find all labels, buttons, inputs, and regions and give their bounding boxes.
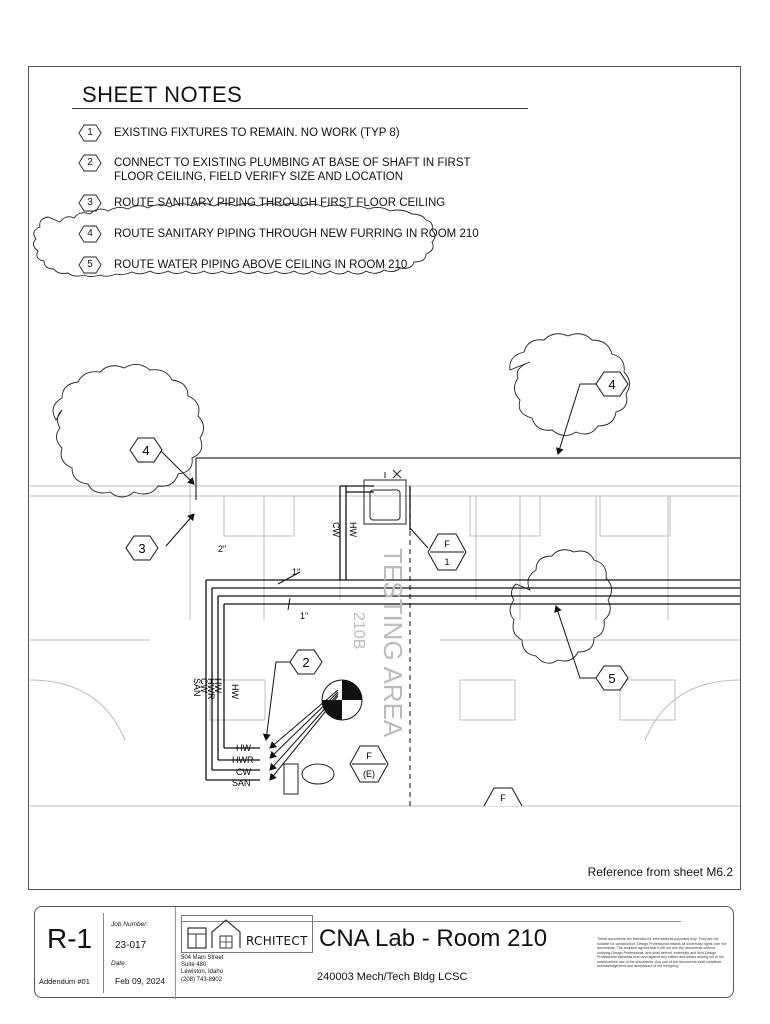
leader-lines: [159, 383, 598, 781]
stack-label-hw: HW: [213, 678, 223, 693]
job-number-label: Job Number:: [111, 921, 149, 928]
addendum-label: Addendum #01: [39, 977, 90, 986]
fixture-tag-fe-type: F: [366, 751, 372, 761]
revision-cloud-notes: [33, 203, 436, 277]
note-number-hexagon-icon: 2: [78, 154, 102, 172]
house-logo-icon: [187, 919, 241, 949]
room-number: 210B: [350, 612, 367, 649]
pipe-size-1-a: 1": [292, 567, 300, 577]
pipe-label-cw-top: CW: [331, 522, 341, 537]
sheet-note-text: ROUTE SANITARY PIPING THROUGH NEW FURRIN…: [114, 228, 479, 240]
project-subtitle: 240003 Mech/Tech Bldg LCSC: [317, 971, 468, 983]
tag-left-3: 3: [138, 541, 145, 556]
sheet-number: R-1: [47, 923, 93, 954]
water-closet-fixture: [283, 763, 335, 795]
reference-note: Reference from sheet M6.2: [587, 865, 733, 879]
sheet-frame: [28, 66, 741, 890]
revision-cloud-right-bottom: [509, 549, 612, 664]
tag-hex-left-3: [125, 535, 159, 561]
shaft-symbol-icon: [321, 679, 363, 721]
tag-hex-left-4: [129, 437, 163, 463]
fixture-tag-f1: [427, 533, 467, 571]
note-number-hexagon-icon: 5: [78, 256, 102, 274]
tag-center-2: 2: [302, 655, 309, 670]
tag-right-4: 4: [608, 377, 615, 392]
fixture-tag-f1-number: 1: [444, 557, 449, 567]
sheet-note-text: ROUTE SANITARY PIPING THROUGH FIRST FLOO…: [114, 197, 446, 209]
sheet-note-1: 1 EXISTING FIXTURES TO REMAIN. NO WORK (…: [78, 124, 400, 142]
sheet-note-text: EXISTING FIXTURES TO REMAIN. NO WORK (TY…: [114, 127, 400, 139]
note-number-hexagon-icon: 3: [78, 194, 102, 212]
fixture-tag-f1-type: F: [444, 539, 450, 549]
piping: [205, 485, 740, 781]
address-line: Lewiston, Idaho: [181, 969, 224, 976]
pipe-size-2: 2": [218, 544, 226, 554]
firm-address: 504 Main Street Suite 480 Lewiston, Idah…: [181, 955, 223, 984]
connection-label-hwr: HWR: [232, 755, 254, 765]
sheet-notes-title: SHEET NOTES: [82, 82, 243, 107]
revision-cloud-right-top: [509, 333, 630, 436]
sheet-note-text: ROUTE WATER PIPING ABOVE CEILING IN ROOM…: [114, 259, 408, 271]
pipe-label-hw-top: HW: [348, 522, 358, 537]
stack-label-hwr: HWR: [206, 678, 216, 700]
sheet-notes-underline: [72, 108, 528, 109]
sheet-note-4: 4 ROUTE SANITARY PIPING THROUGH NEW FURR…: [78, 225, 479, 243]
sheet-note-3: 3 ROUTE SANITARY PIPING THROUGH FIRST FL…: [78, 194, 445, 212]
room-name: TESTING AREA: [378, 548, 408, 738]
note-number-hexagon-icon: 4: [78, 225, 102, 243]
connection-label-hw: HW: [236, 743, 251, 753]
fixture-tag-fe-number: (E): [363, 769, 375, 779]
connection-label-cw: CW: [236, 767, 251, 777]
tag-left-4: 4: [142, 443, 149, 458]
project-title-rule: [181, 921, 681, 922]
architect-logo: RCHITECT: [181, 915, 313, 953]
stack-label-san: SAN: [192, 678, 202, 697]
connection-label-san: SAN: [232, 778, 251, 788]
stack-label-hw-2: HW: [230, 684, 240, 699]
job-number-value: 23-017: [115, 940, 147, 951]
title-block-divider: [175, 907, 176, 999]
sheet-note-text: CONNECT TO EXISTING PLUMBING AT BASE OF …: [114, 157, 471, 183]
wall-outline: [195, 457, 740, 806]
logo-wordmark: RCHITECT: [246, 934, 308, 948]
fixture-tag-fe: [349, 745, 389, 783]
disclaimer-text: These documents are intended for informa…: [597, 937, 727, 968]
lavatory-fixture: [363, 469, 407, 525]
address-line: 504 Main Street: [181, 955, 224, 961]
revision-cloud-left: [52, 364, 204, 498]
tag-hex-right-5: [595, 665, 629, 691]
date-value: Feb 09, 2024: [115, 976, 166, 986]
address-line: Suite 480: [181, 962, 207, 969]
title-block: R-1 Addendum #01 Job Number: 23-017 Date…: [34, 906, 734, 999]
fixture-tag-partial-type: F: [500, 793, 506, 803]
fixture-tag-partial: [483, 787, 523, 807]
project-title: CNA Lab - Room 210: [319, 925, 548, 952]
pipe-size-1-b: 1": [300, 611, 308, 621]
sheet-note-5: 5 ROUTE WATER PIPING ABOVE CEILING IN RO…: [78, 256, 407, 274]
stack-label-cw: CW: [199, 678, 209, 693]
sheet-note-2: 2 CONNECT TO EXISTING PLUMBING AT BASE O…: [78, 154, 498, 184]
title-block-divider: [103, 913, 104, 993]
tag-hex-center-2: [289, 649, 323, 675]
tag-right-5: 5: [608, 671, 615, 686]
existing-walls: [29, 470, 741, 807]
address-line: (208) 743-8902: [181, 976, 223, 983]
note-number-hexagon-icon: 1: [78, 124, 102, 142]
tag-hex-right-4: [595, 371, 629, 397]
date-label: Date:: [111, 960, 127, 967]
